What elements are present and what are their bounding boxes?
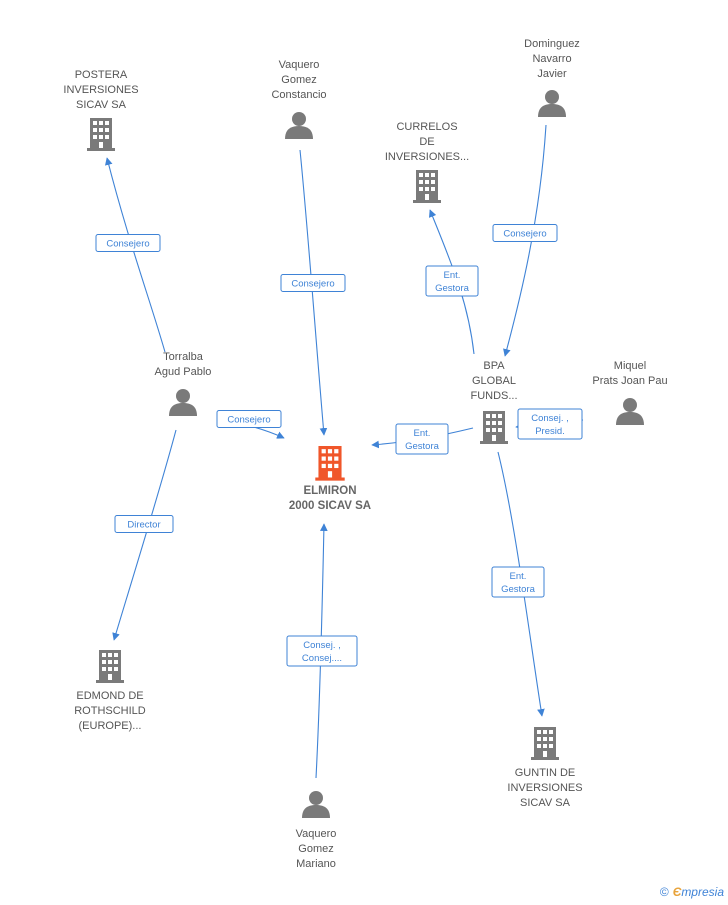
person-icon — [285, 112, 313, 139]
node-label-line: 2000 SICAV SA — [289, 500, 371, 512]
edge-label-text: Director — [127, 520, 160, 531]
edge-label-bpa-to-elmiron: Ent. Gestora — [395, 423, 449, 455]
node-label-line: Vaquero — [296, 828, 337, 840]
node-label-line: SICAV SA — [520, 797, 571, 809]
edge-label-text: Consejero — [291, 279, 334, 290]
edge-label-text: Ent. — [510, 571, 527, 582]
node-label-line: SICAV SA — [76, 99, 127, 111]
building-icon — [531, 727, 559, 760]
edge-label-vaquero_c-to-elmiron: Consejero — [280, 274, 346, 292]
node-label-line: Navarro — [532, 53, 571, 65]
node-label-line: Gomez — [298, 843, 333, 855]
building-icon — [413, 170, 441, 203]
edge-label-text: Consejero — [503, 229, 546, 240]
edge-label-text: Consej. , — [303, 640, 341, 651]
node-label-line: Constancio — [271, 89, 326, 101]
person-icon — [302, 791, 330, 818]
edge-label-torralba-to-postera: Consejero — [95, 234, 161, 252]
node-currelos[interactable]: CURRELOS DE INVERSIONES... — [385, 121, 469, 203]
building-icon — [87, 118, 115, 151]
node-label-line: GUNTIN DE — [515, 767, 576, 779]
node-label-line: Javier — [537, 68, 567, 80]
node-elmiron[interactable]: ELMIRON 2000 SICAV SA — [289, 446, 371, 512]
empresia-brand-name: mpresia — [681, 885, 724, 899]
node-label-line: POSTERA — [75, 69, 128, 81]
copyright-symbol: © — [659, 885, 669, 899]
node-label-line: FUNDS... — [470, 390, 517, 402]
edge-label-dominguez-to-bpa: Consejero — [492, 224, 558, 242]
node-label-line: INVERSIONES... — [385, 151, 469, 163]
person-icon — [616, 398, 644, 425]
node-postera[interactable]: POSTERA INVERSIONES SICAV SA — [63, 69, 139, 151]
edge-label-text: Consejero — [227, 415, 270, 426]
edge-vaquero_c-to-elmiron — [299, 149, 328, 436]
building-icon — [315, 446, 345, 481]
edge-label-torralba-to-elmiron: Consejero — [216, 410, 282, 428]
empresia-logo: ©Єmpresia — [660, 885, 724, 899]
edge-label-text: Consej.... — [302, 653, 342, 664]
edge-label-text: Gestora — [405, 441, 440, 452]
edge-label-text: Presid. — [535, 426, 565, 437]
node-label-line: CURRELOS — [396, 121, 457, 133]
edge-label-torralba-to-edmond: Director — [114, 515, 174, 533]
edge-label-miquel-to-bpa: Consej. , Presid. — [517, 408, 583, 440]
edge-label-bpa-to-currelos: Ent. Gestora — [425, 265, 479, 297]
person-icon — [538, 90, 566, 117]
node-bpa[interactable]: BPA GLOBAL FUNDS... — [470, 360, 518, 444]
node-label-line: Prats Joan Pau — [592, 375, 667, 387]
edge-label-text: Gestora — [501, 584, 536, 595]
node-guntin[interactable]: GUNTIN DE INVERSIONES SICAV SA — [507, 727, 583, 809]
edge-label-text: Ent. — [414, 428, 431, 439]
node-label-line: INVERSIONES — [63, 84, 138, 96]
building-icon — [480, 411, 508, 444]
node-label-line: EDMOND DE — [76, 690, 143, 702]
building-icon — [96, 650, 124, 683]
edge-torralba-to-postera — [104, 157, 166, 353]
node-label-line: ROTHSCHILD — [74, 705, 146, 717]
node-label-line: Dominguez — [524, 38, 580, 50]
edge-dominguez-to-bpa — [503, 124, 547, 357]
node-label-line: GLOBAL — [472, 375, 516, 387]
node-label-line: Mariano — [296, 858, 336, 870]
node-label-line: Vaquero — [279, 59, 320, 71]
person-icon — [169, 389, 197, 416]
edge-torralba-to-edmond — [112, 429, 177, 641]
node-label-line: Gomez — [281, 74, 316, 86]
node-label-line: Agud Pablo — [155, 366, 212, 378]
edge-label-bpa-to-guntin: Ent. Gestora — [491, 566, 545, 598]
node-label-line: INVERSIONES — [507, 782, 582, 794]
node-label-line: Miquel — [614, 360, 646, 372]
edge-label-text: Consejero — [106, 239, 149, 250]
edge-label-text: Consej. , — [531, 413, 569, 424]
node-label-line: BPA — [483, 360, 505, 372]
node-label-line: DE — [419, 136, 434, 148]
empresia-e-icon: Є — [672, 885, 682, 899]
node-label-line: Torralba — [163, 351, 204, 363]
node-label-line: (EUROPE)... — [79, 720, 142, 732]
edge-label-text: Ent. — [444, 270, 461, 281]
node-label-line: ELMIRON — [303, 485, 356, 497]
edge-label-text: Gestora — [435, 283, 470, 294]
node-edmond[interactable]: EDMOND DE ROTHSCHILD (EUROPE)... — [74, 650, 146, 732]
edge-label-vaquero_m-to-elmiron: Consej. , Consej.... — [286, 635, 358, 667]
